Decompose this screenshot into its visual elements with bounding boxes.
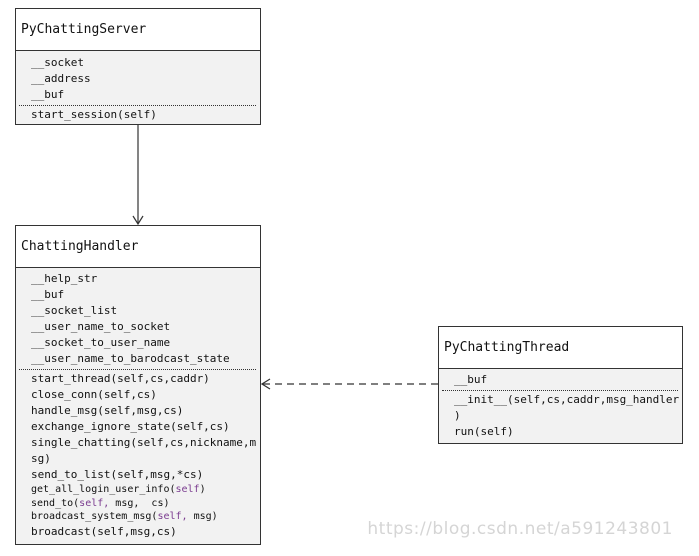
method: send_to_list(self,msg,*cs) (31, 468, 204, 481)
self-keyword: self, (79, 497, 110, 509)
method: start_session(self) (31, 108, 157, 121)
attribute: __address (31, 72, 91, 85)
attributes-section: __help_str __buf __socket_list __user_na… (16, 268, 260, 369)
attributes-section: __socket __address __buf (16, 51, 260, 105)
class-pychattingserver[interactable]: PyChattingServer __socket __address __bu… (15, 8, 261, 125)
class-pychattingthread[interactable]: PyChattingThread __buf __init__(self,cs,… (438, 326, 683, 444)
method: ) (454, 409, 461, 422)
watermark-text: https://blog.csdn.net/a591243801 (367, 519, 673, 539)
attributes-section: __buf (439, 369, 682, 390)
self-keyword: self, (157, 511, 188, 522)
attribute: __help_str (31, 272, 98, 285)
attribute: __socket (31, 56, 84, 69)
attribute: __user_name_to_socket (31, 320, 171, 333)
method: broadcast_system_msg(self, msg) (31, 510, 260, 524)
method: sg) (31, 452, 51, 465)
class-chattinghandler[interactable]: ChattingHandler __help_str __buf __socke… (15, 225, 261, 545)
attribute: __buf (454, 373, 488, 386)
self-keyword: self (175, 484, 200, 495)
class-name: PyChattingThread (439, 327, 682, 369)
section-divider (19, 369, 256, 370)
method: run(self) (454, 425, 514, 438)
section-divider (19, 105, 256, 106)
method-text: msg) (187, 511, 218, 522)
method-text: ) (199, 484, 206, 495)
method: close_conn(self,cs) (31, 388, 157, 401)
section-divider (442, 390, 678, 391)
method-text: send_to( (31, 497, 80, 509)
method: send_to(self, msg, cs) (31, 497, 260, 511)
attribute: __buf (31, 288, 65, 301)
method: broadcast(self,msg,cs) (31, 524, 177, 538)
method-text: msg, cs) (109, 497, 170, 509)
method-text: get_all_login_user_info( (31, 484, 176, 495)
method: get_all_login_user_info(self) (31, 483, 260, 497)
method-text: broadcast_system_msg( (31, 511, 158, 522)
methods-section: __init__(self,cs,caddr,msg_handler ) run… (439, 391, 682, 442)
method: __init__(self,cs,caddr,msg_handler (454, 393, 680, 406)
attribute: __socket_to_user_name (31, 336, 171, 349)
method: handle_msg(self,msg,cs) (31, 404, 184, 417)
class-name: ChattingHandler (16, 226, 260, 268)
attribute: __user_name_to_barodcast_state (31, 352, 230, 365)
class-name: PyChattingServer (16, 9, 260, 51)
attribute: __buf (31, 88, 65, 101)
methods-section: start_session(self) (16, 106, 260, 125)
method: exchange_ignore_state(self,cs) (31, 420, 230, 433)
attribute: __socket_list (31, 304, 118, 317)
method: single_chatting(self,cs,nickname,m (31, 436, 257, 449)
method: start_thread(self,cs,caddr) (31, 372, 210, 385)
methods-section: start_thread(self,cs,caddr) close_conn(s… (16, 370, 260, 542)
